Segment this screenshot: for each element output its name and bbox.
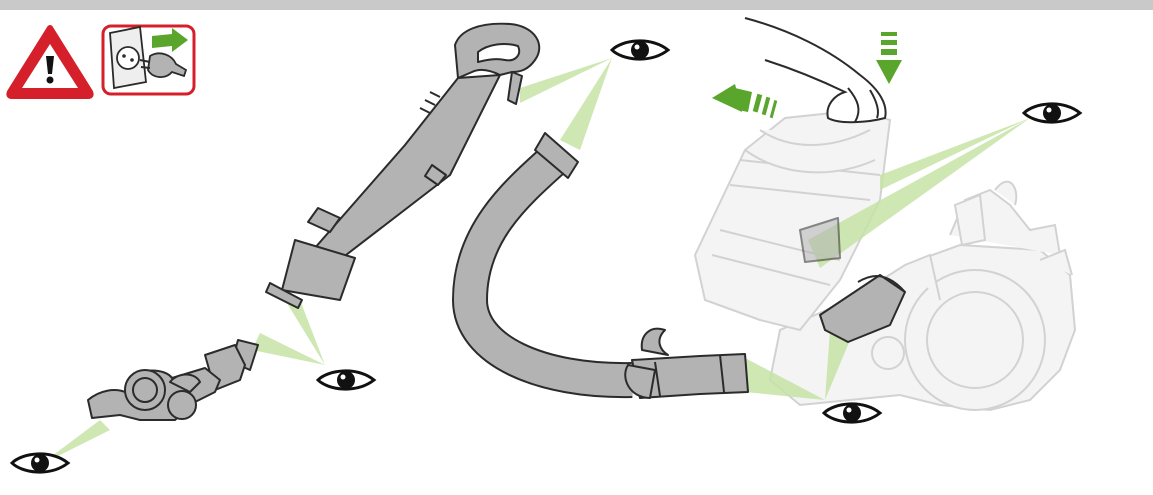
warning-triangle-icon: [6, 25, 94, 99]
unplug-from-socket-icon: [101, 24, 196, 96]
eye-icon: [609, 39, 671, 61]
hose: [452, 132, 749, 399]
sight-beams: [40, 58, 1030, 465]
vacuum-main-body: [768, 180, 1077, 412]
inlet-duct: [799, 217, 906, 343]
top-bar: [0, 0, 1153, 10]
lift-arrow-down: [876, 32, 902, 84]
eye-icon: [9, 452, 71, 474]
eye-icon: [1021, 102, 1083, 124]
eye-icon: [315, 369, 377, 391]
hand-illustration: [744, 17, 887, 124]
floor-tool: [87, 339, 259, 421]
pull-arrow-left: [712, 84, 778, 119]
eye-icon: [821, 402, 883, 424]
wand-handle: [265, 22, 541, 309]
